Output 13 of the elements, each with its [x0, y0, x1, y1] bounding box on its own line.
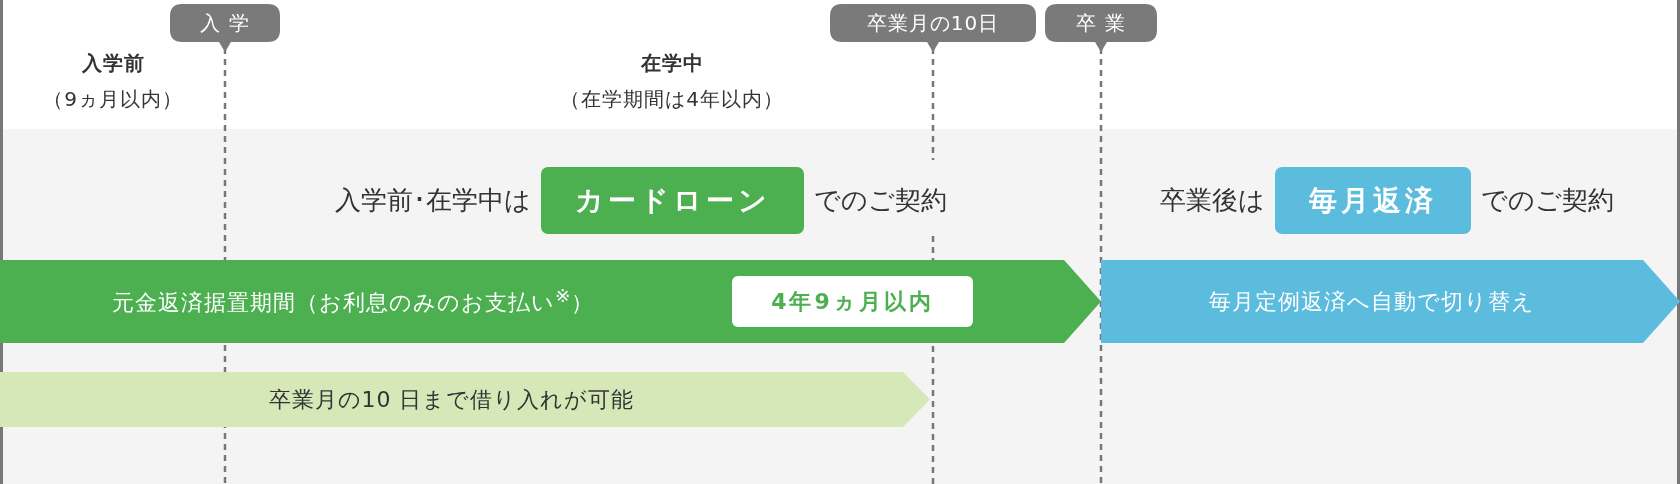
highlight-label: カードローン [541, 167, 804, 234]
arrow-band: 毎月定例返済へ自動で切り替え [1101, 260, 1680, 343]
period-note: （9ヵ月以内） [42, 86, 184, 113]
period-heading: 入学前 [80, 50, 146, 77]
duration-badge: 4年9ヵ月以内 [732, 276, 973, 327]
milestone-tag: 入 学 [170, 4, 280, 52]
arrow-band: 卒業月の10 日まで借り入れが可能 [0, 372, 930, 427]
highlight-label: 毎月返済 [1275, 167, 1471, 234]
milestone-tag: 卒 業 [1045, 4, 1157, 52]
milestone-tag: 卒業月の10日 [830, 4, 1036, 52]
period-note: （在学期間は4年以内） [559, 86, 785, 113]
arrow-band: 元金返済据置期間（お利息のみのお支払い$^{※}$） 4年9ヵ月以内 [0, 260, 1101, 343]
period-heading: 在学中 [639, 50, 705, 77]
